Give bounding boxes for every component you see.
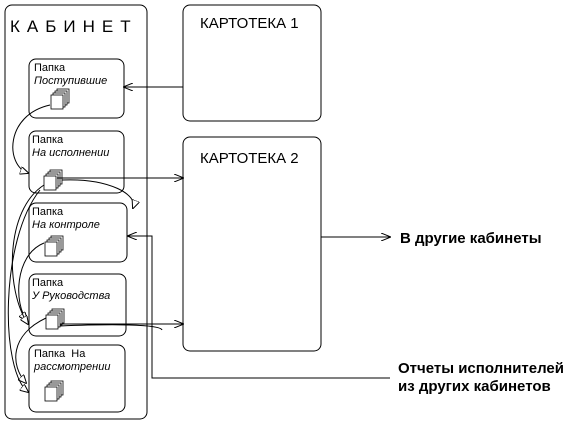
folder-caption: Папка xyxy=(32,134,64,146)
folder-name: На контроле xyxy=(32,219,100,231)
flow-on-control-to-management xyxy=(18,242,45,320)
to-other-cabinets-label: В другие кабинеты xyxy=(400,230,542,247)
folder-review-label: Папка На рассмотрении xyxy=(34,348,110,374)
card-file-1-box xyxy=(182,4,322,122)
folder-name: рассмотрении xyxy=(34,361,111,373)
cabinet-title: КАБИНЕТ xyxy=(10,17,138,36)
flow-in-progress-to-review xyxy=(7,189,41,392)
card-file-1-title: КАРТОТЕКА 1 xyxy=(200,15,299,32)
flow-in-progress-to-on-control xyxy=(61,179,134,208)
folder-caption: Папка xyxy=(34,62,66,74)
flow-incoming-to-in-progress xyxy=(12,104,51,173)
reports-label-line2: из других кабинетов xyxy=(398,378,551,395)
folder-name: У Руководства xyxy=(32,290,111,302)
folder-in-progress-label: Папка На исполнении xyxy=(32,134,109,160)
arrow-reports-to-on-control xyxy=(128,236,390,379)
folder-caption: Папка На xyxy=(34,348,86,360)
folder-management-label: Папка У Руководства xyxy=(32,277,110,303)
card-file-2-box xyxy=(182,136,322,352)
folder-caption: Папка xyxy=(32,277,64,289)
folder-caption: Папка xyxy=(32,206,64,218)
flow-management-to-review xyxy=(15,317,47,383)
flow-management-to-cardfile-link xyxy=(59,324,163,331)
folder-incoming-label: Папка Поступившие xyxy=(34,62,107,88)
reports-label-line1: Отчеты исполнителей xyxy=(398,360,564,377)
card-file-2-title: КАРТОТЕКА 2 xyxy=(200,150,299,167)
folder-on-control-label: Папка На контроле xyxy=(32,206,100,232)
folder-name: Поступившие xyxy=(34,75,108,87)
flow-in-progress-to-management xyxy=(11,184,45,324)
folder-name: На исполнении xyxy=(32,147,110,159)
